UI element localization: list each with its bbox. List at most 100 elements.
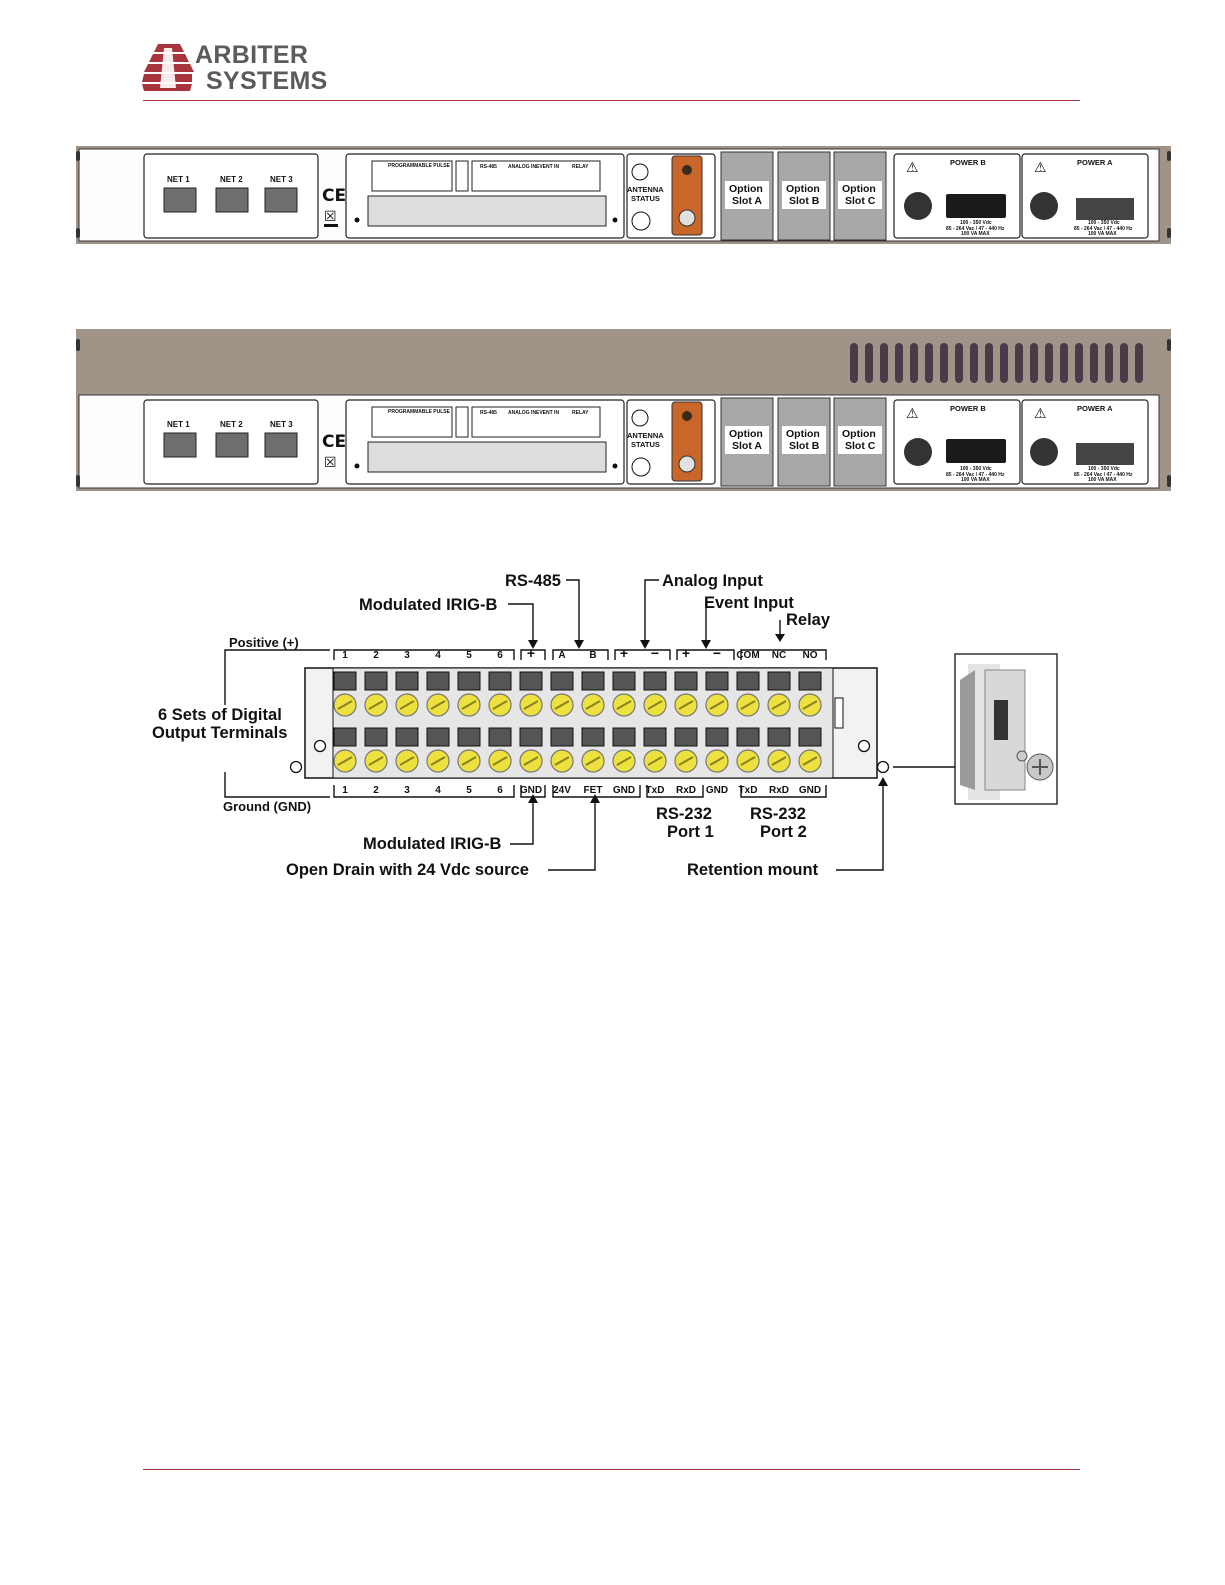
terminal-slot [643,727,667,747]
footer-rule [143,1469,1080,1470]
terminal-slot [674,671,698,691]
terminal-screw-slot [492,700,508,710]
terminal-screw-slot [368,700,384,710]
terminal-slot [581,727,605,747]
rs232-port2-title: RS-232 [750,805,806,823]
terminal-slot [736,727,760,747]
svg-text:RS-485: RS-485 [480,410,497,416]
svg-text:100 - 350 Vdc: 100 - 350 Vdc [960,220,992,226]
bottom-pin-label: 2 [373,785,379,796]
net-label: NET 1 [167,175,190,184]
header-rule [143,100,1080,101]
rs232-port1-title: RS-232 [656,805,712,823]
rear-panel-2-drawing: NET 1 NET 2 NET 3 CE ☒ PROGRAMMABLE PULS… [76,329,1171,491]
modulated-irig-bottom-callout: Modulated IRIG-B [363,835,501,853]
svg-text:POWER B: POWER B [950,158,986,167]
terminal-screw-slot [337,700,353,710]
svg-text:Option: Option [729,183,763,195]
svg-text:100 - 350 Vdc: 100 - 350 Vdc [1088,220,1120,226]
terminal-slot [488,671,512,691]
svg-text:STATUS: STATUS [631,440,660,449]
terminal-slot [364,727,388,747]
top-pin-label: 3 [404,650,410,661]
terminal-screw-slot [771,756,787,766]
svg-text:RS-485: RS-485 [480,164,497,170]
svg-text:85 - 264 Vac / 47 - 440 Hz: 85 - 264 Vac / 47 - 440 Hz [946,472,1005,478]
terminal-screw-slot [802,700,818,710]
svg-text:ANALOG IN: ANALOG IN [508,164,536,170]
svg-text:Slot A: Slot A [732,440,762,452]
arbiter-logo-icon [142,44,194,91]
terminal-slot [519,671,543,691]
positive-callout: Positive (+) [229,635,299,650]
modulated-irig-top-callout: Modulated IRIG-B [359,596,497,614]
terminal-screw-slot [678,756,694,766]
svg-text:100 VA MAX: 100 VA MAX [1088,231,1117,237]
terminal-slot [550,671,574,691]
terminal-screw-slot [740,700,756,710]
terminal-screw-slot [709,756,725,766]
terminal-slot [333,727,357,747]
terminal-slot [798,671,822,691]
bottom-pin-label: GND [799,785,821,796]
terminal-screw-slot [678,700,694,710]
top-pin-label: 5 [466,650,472,661]
net-label: NET 3 [270,175,293,184]
svg-text:POWER A: POWER A [1077,158,1113,167]
terminal-screw-slot [616,700,632,710]
bottom-pin-label: TxD [646,785,665,796]
retention-callout: Retention mount [687,861,819,879]
terminal-slot [705,671,729,691]
terminal-slot [457,727,481,747]
svg-text:100 - 350 Vdc: 100 - 350 Vdc [1088,466,1120,472]
top-pin-label: 6 [497,650,503,661]
brand-line-1: ARBITER [195,41,309,69]
terminal-slot [333,671,357,691]
top-pin-label: 4 [435,650,441,661]
svg-text:ANALOG IN: ANALOG IN [508,410,536,416]
svg-text:RELAY: RELAY [572,164,589,170]
terminal-screw-slot [709,700,725,710]
terminal-slot [798,727,822,747]
svg-text:CE: CE [322,432,346,452]
terminal-screw-slot [523,700,539,710]
open-drain-callout: Open Drain with 24 Vdc source [286,861,529,879]
rs232-port1-port: Port 1 [667,823,714,841]
top-pin-label: + [682,645,690,661]
bottom-pin-label: GND [520,785,542,796]
svg-text:85 - 264 Vac / 47 - 440 Hz: 85 - 264 Vac / 47 - 440 Hz [1074,226,1133,232]
terminal-screw-slot [368,756,384,766]
svg-text:ANTENNA: ANTENNA [627,185,664,194]
vent-slots [850,343,1143,383]
svg-text:POWER A: POWER A [1077,404,1113,413]
rs485-callout: RS-485 [505,572,561,590]
svg-text:NET 3: NET 3 [270,420,293,429]
svg-text:⚠: ⚠ [1034,159,1047,175]
terminal-screw-slot [430,700,446,710]
terminal-slot [364,671,388,691]
bottom-pin-label: 1 [342,785,348,796]
retention-mount-photo [954,653,1058,805]
svg-text:EVENT IN: EVENT IN [536,164,559,170]
terminal-slot [612,727,636,747]
svg-text:Option: Option [786,183,820,195]
svg-text:EVENT IN: EVENT IN [536,410,559,416]
bottom-pin-label: GND [706,785,728,796]
digital-outputs-line2: Output Terminals [152,724,287,742]
svg-text:⚠: ⚠ [906,159,919,175]
svg-text:100 VA MAX: 100 VA MAX [961,231,990,237]
svg-text:Option: Option [842,428,876,440]
terminal-slot [705,727,729,747]
svg-text:85 - 264 Vac / 47 - 440 Hz: 85 - 264 Vac / 47 - 440 Hz [1074,472,1133,478]
top-pin-label: A [558,650,565,661]
svg-text:100 VA MAX: 100 VA MAX [1088,477,1117,483]
bottom-pin-label: 24V [553,785,571,796]
terminal-slot [426,727,450,747]
svg-text:85 - 264 Vac / 47 - 440 Hz: 85 - 264 Vac / 47 - 440 Hz [946,226,1005,232]
svg-text:Slot B: Slot B [789,440,820,452]
top-pin-label: B [589,650,596,661]
terminal-slot [395,671,419,691]
